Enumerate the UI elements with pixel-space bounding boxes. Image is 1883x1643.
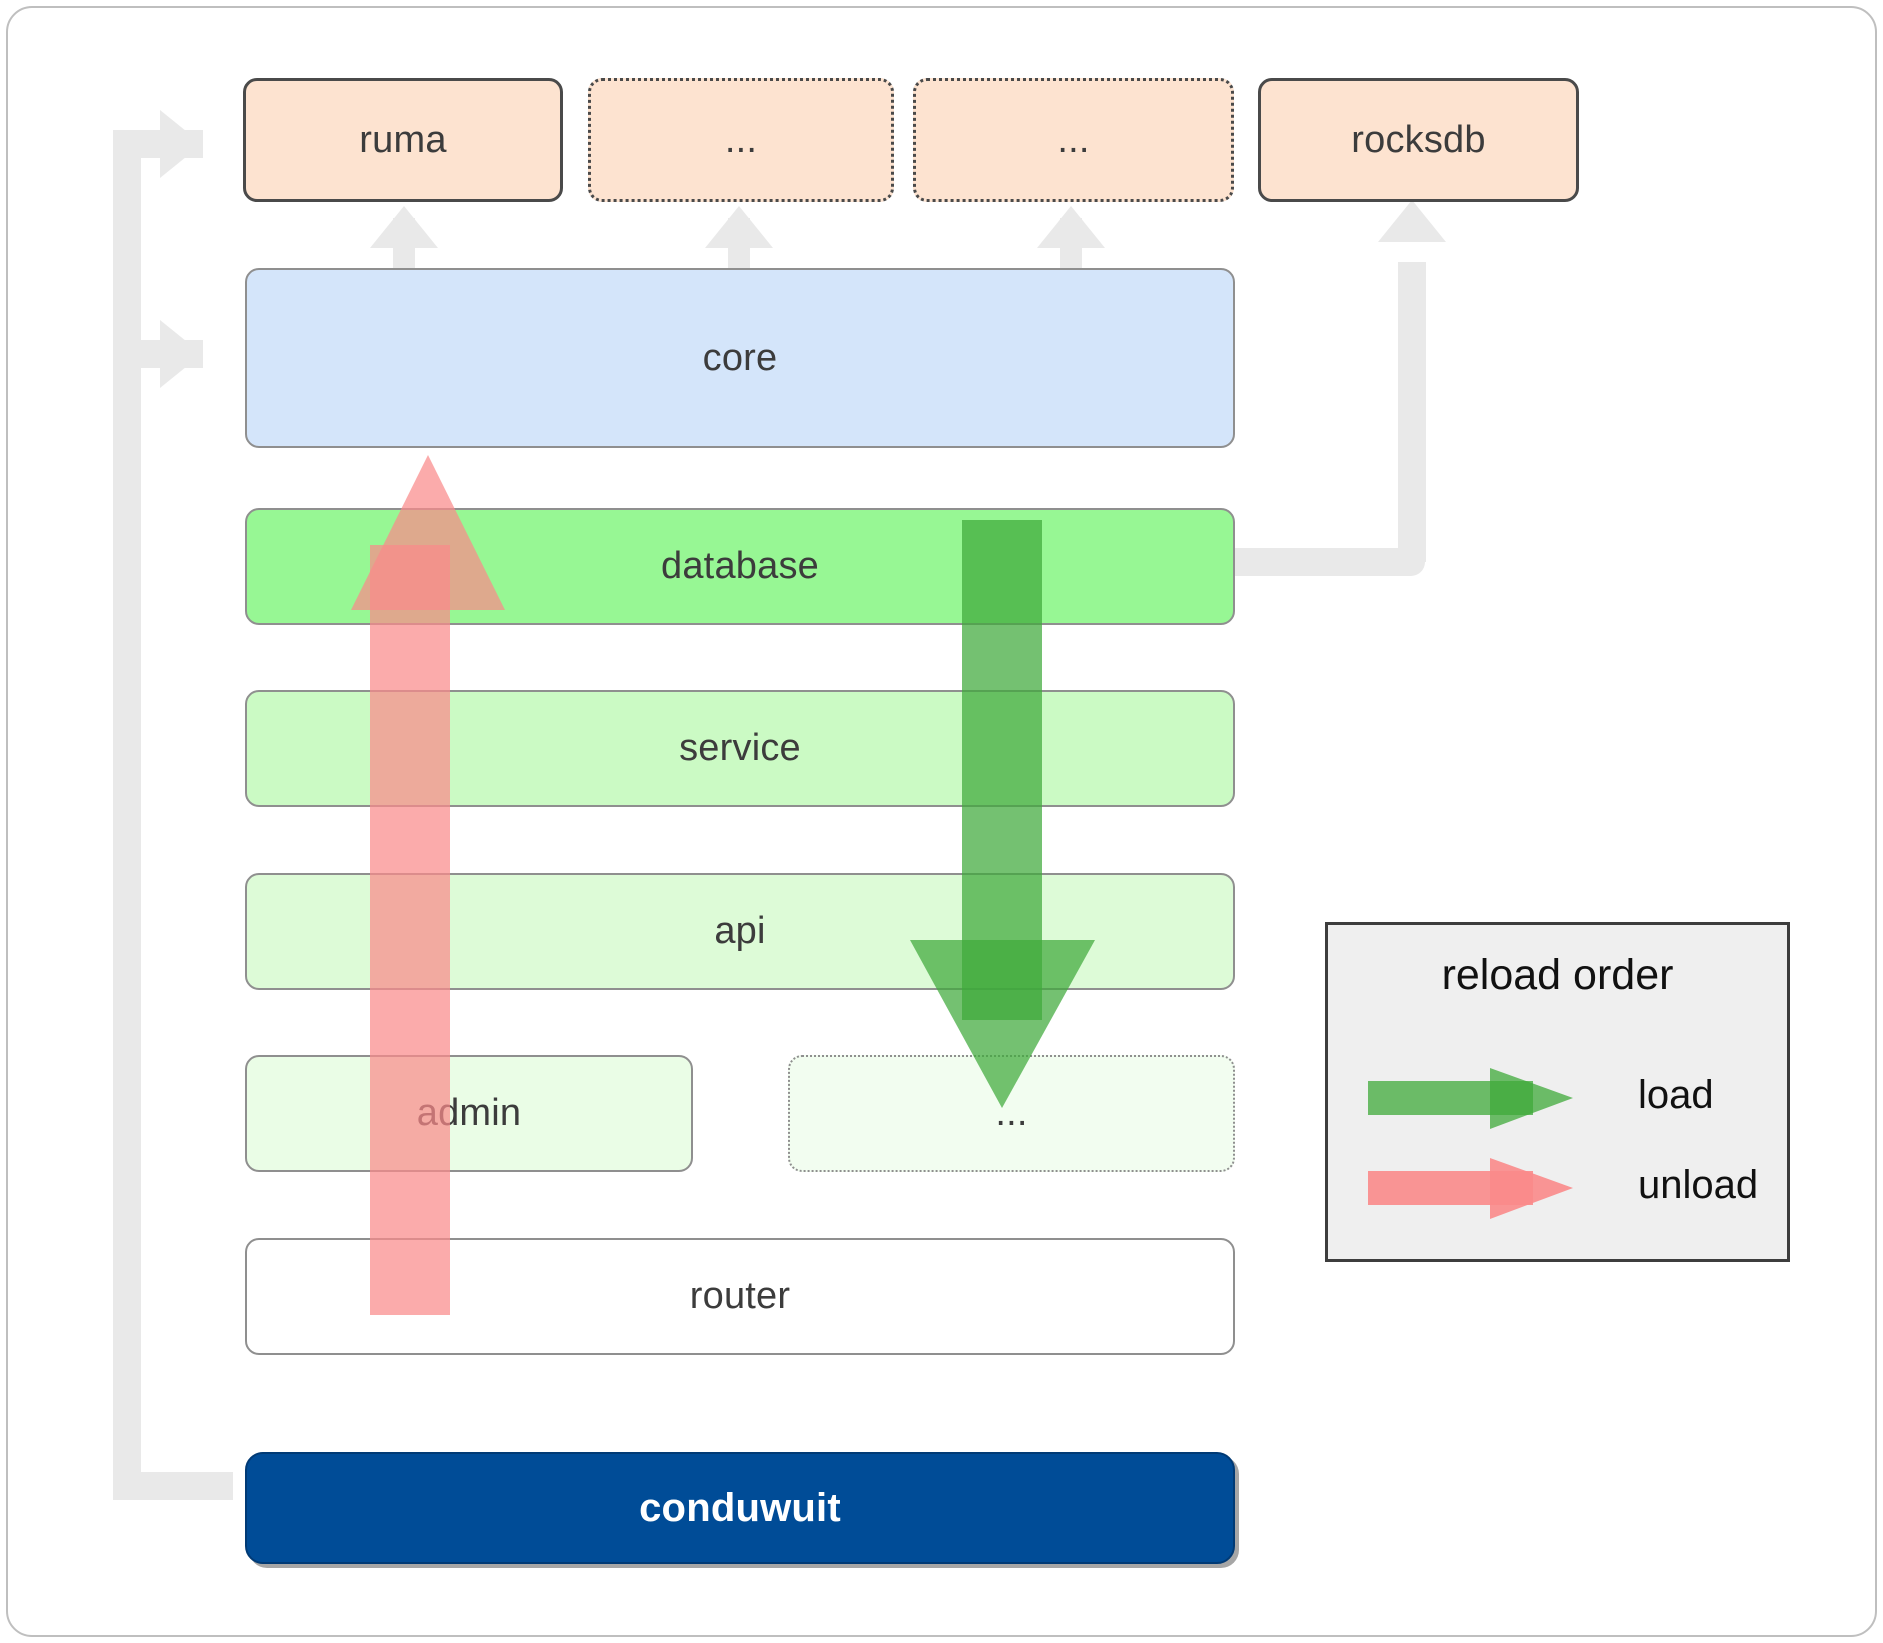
connector-db-to-rocksdb-horiz — [1225, 548, 1425, 576]
node-conduwuit[interactable]: conduwuit — [245, 1452, 1235, 1564]
node-router-label: router — [689, 1275, 791, 1317]
node-service-label: service — [679, 727, 801, 769]
unload-arrow — [325, 450, 525, 1320]
node-dep-ellipsis-1[interactable]: ... — [588, 78, 894, 202]
load-arrow — [900, 520, 1130, 1120]
connector-left-to-conduwuit — [113, 1472, 233, 1500]
connector-left-trunk — [113, 130, 141, 1500]
connector-db-to-rocksdb-vert — [1398, 262, 1426, 562]
legend-unload-arrow-icon — [1368, 1158, 1573, 1219]
node-ruma[interactable]: ruma — [243, 78, 563, 202]
connector-core-to-dep1-head — [705, 206, 773, 248]
legend-load-label: load — [1638, 1073, 1714, 1117]
legend-title: reload order — [1441, 951, 1674, 999]
node-admin[interactable]: admin — [245, 1055, 693, 1172]
node-rocksdb[interactable]: rocksdb — [1258, 78, 1579, 202]
node-dep-ellipsis-1-label: ... — [724, 118, 758, 161]
legend-unload-label: unload — [1638, 1163, 1759, 1207]
node-database-label: database — [661, 545, 819, 587]
node-rocksdb-label: rocksdb — [1351, 118, 1486, 161]
connector-arrowhead-ruma — [160, 110, 202, 178]
connector-arrowhead-core — [160, 320, 202, 388]
node-conduwuit-label: conduwuit — [639, 1485, 841, 1530]
node-core[interactable]: core — [245, 268, 1235, 448]
legend-load-arrow-icon — [1368, 1068, 1573, 1129]
node-ruma-label: ruma — [359, 118, 447, 161]
node-dep-ellipsis-2-label: ... — [1057, 118, 1090, 161]
legend-row-unload: unload — [1350, 1143, 1790, 1223]
legend-row-load: load — [1350, 1053, 1790, 1133]
node-core-label: core — [702, 336, 778, 379]
connector-core-to-dep2-head — [1037, 206, 1105, 248]
node-api-label: api — [714, 910, 766, 952]
node-dep-ellipsis-2[interactable]: ... — [913, 78, 1234, 202]
connector-core-to-ruma-head — [370, 206, 438, 248]
connector-db-to-rocksdb-head — [1378, 200, 1446, 242]
legend-panel: reload order load unload — [1325, 922, 1790, 1262]
